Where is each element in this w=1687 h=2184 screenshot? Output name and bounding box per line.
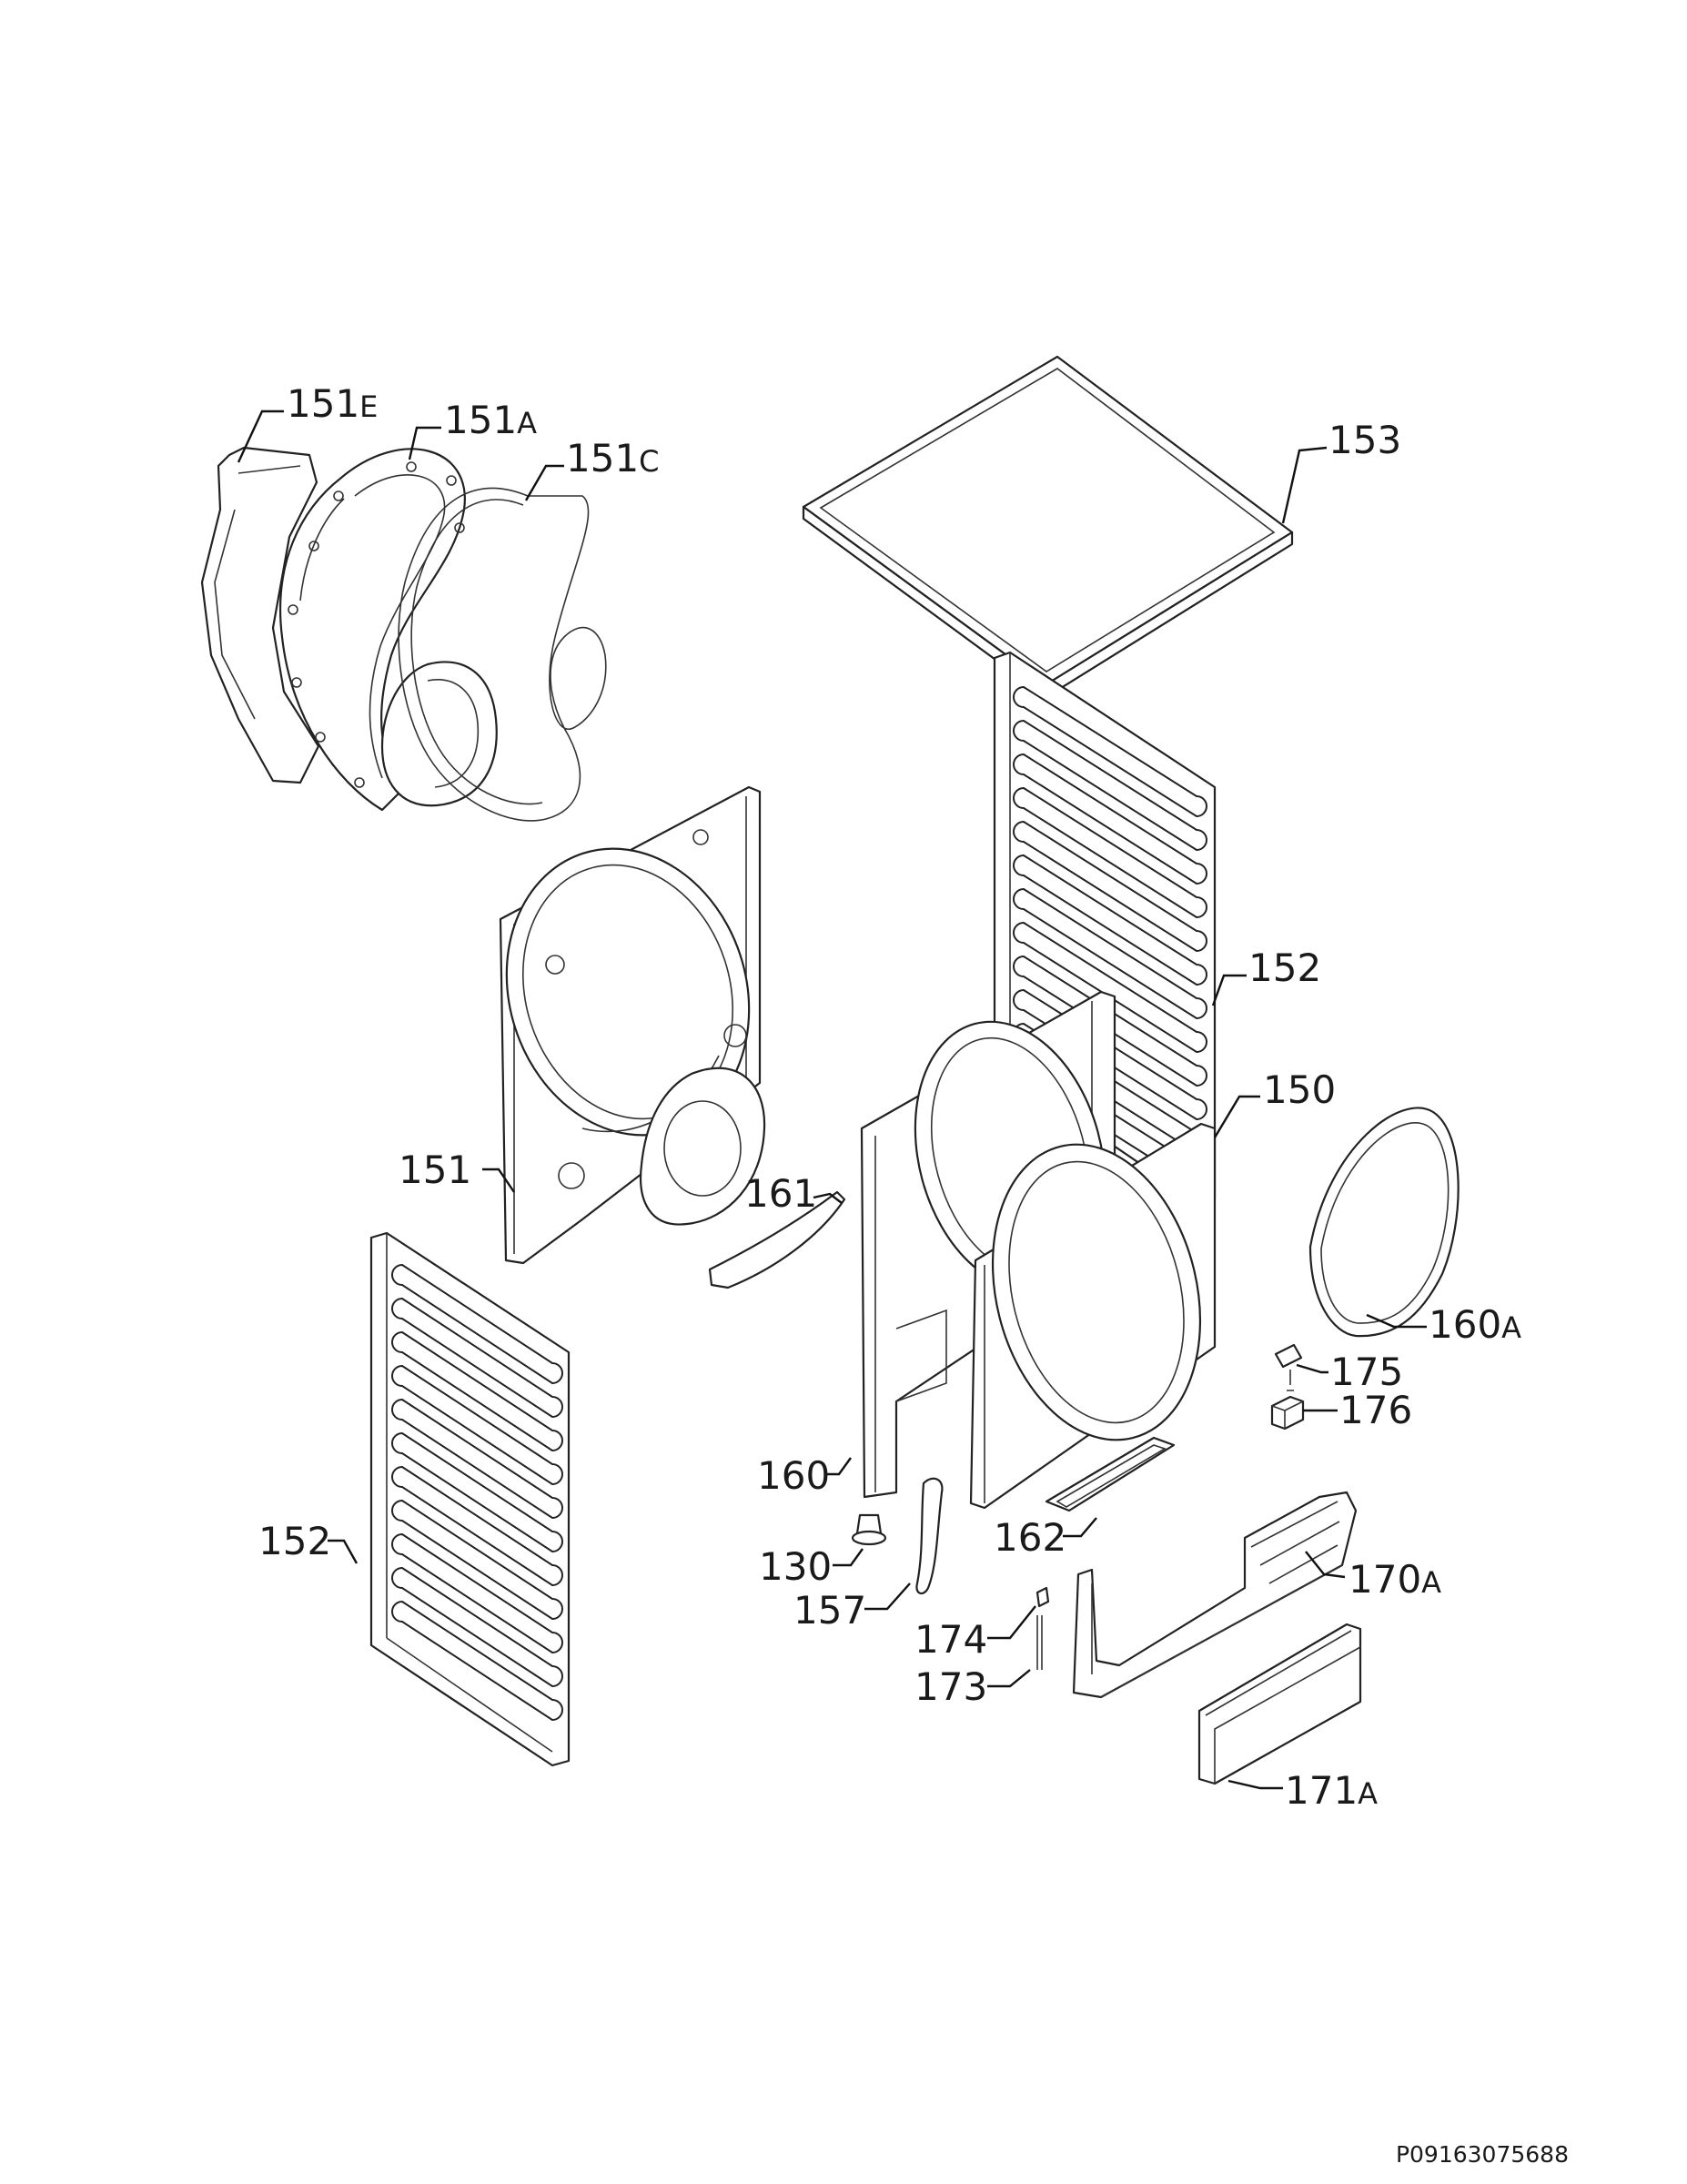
- part-151c-gasket-inner: [410, 499, 543, 805]
- callout-151a: 151A: [444, 398, 537, 442]
- callout-130: 130: [759, 1544, 832, 1589]
- panel-stripe: [1013, 820, 1207, 953]
- panel-stripe: [391, 1330, 563, 1452]
- panel-stripe: [391, 1600, 563, 1722]
- panel-stripe: [391, 1532, 563, 1654]
- callout-labels: 151E 151A 151C 153 152 150 151 161 160A …: [258, 381, 1521, 1813]
- callout-152-left: 152: [258, 1519, 331, 1563]
- callout-150: 150: [1263, 1067, 1336, 1112]
- part-175-hinge-clip: [1274, 1343, 1303, 1391]
- part-173-push-rod: [1036, 1615, 1043, 1670]
- callout-153: 153: [1328, 418, 1401, 462]
- part-153-top-cover: [802, 355, 1294, 699]
- panel-stripe: [391, 1398, 563, 1520]
- panel-stripe: [391, 1566, 563, 1688]
- panel-stripe: [391, 1364, 563, 1486]
- part-151-rear-frame: [499, 785, 766, 1265]
- callout-151c: 151C: [566, 436, 660, 480]
- callout-173: 173: [914, 1664, 987, 1709]
- panel-stripe: [391, 1263, 563, 1385]
- part-152-left-side-panel: [369, 1231, 571, 1767]
- part-176-hinge-block: [1270, 1395, 1305, 1431]
- panel-stripe: [391, 1431, 563, 1553]
- document-id: P09163075688: [1396, 2141, 1569, 2168]
- callout-160a: 160A: [1429, 1302, 1521, 1347]
- panel-stripe: [391, 1499, 563, 1621]
- part-150-front-panel: [969, 1122, 1217, 1510]
- part-174-clip: [1035, 1586, 1050, 1608]
- panel-stripe: [1013, 753, 1207, 885]
- part-151a-bearing-ring: [278, 448, 498, 812]
- callout-170a: 170A: [1349, 1557, 1441, 1602]
- panel-stripe: [1013, 887, 1207, 1020]
- panel-stripe: [391, 1297, 563, 1419]
- part-157-handle-profile: [915, 1477, 944, 1595]
- panel-stripe: [391, 1465, 563, 1587]
- callout-151: 151: [399, 1148, 471, 1192]
- panel-stripe: [1013, 719, 1207, 852]
- part-162-gasket-strip: [1045, 1436, 1176, 1512]
- part-130-foot: [851, 1513, 887, 1546]
- callout-151e: 151E: [287, 381, 378, 426]
- callout-175: 175: [1330, 1350, 1403, 1394]
- part-170a-control-panel: [1072, 1491, 1358, 1699]
- leader-lines: [237, 410, 1427, 1790]
- callout-152-right: 152: [1248, 945, 1321, 990]
- part-151c-gasket: [398, 487, 607, 822]
- part-160a-door-seal: [1308, 1107, 1460, 1338]
- panel-stripe: [1013, 854, 1207, 986]
- callout-162: 162: [994, 1515, 1066, 1560]
- panel-stripe: [1013, 921, 1207, 1054]
- callout-157: 157: [793, 1588, 866, 1633]
- part-151e-seal-plate: [200, 446, 320, 784]
- callout-176: 176: [1339, 1388, 1412, 1432]
- callout-160: 160: [757, 1453, 830, 1498]
- part-161-light-guide: [708, 1190, 846, 1289]
- callout-171a: 171A: [1285, 1768, 1378, 1813]
- panel-stripe: [1013, 685, 1207, 818]
- panel-stripe: [1013, 786, 1207, 919]
- callout-161: 161: [744, 1171, 817, 1216]
- part-171a-drawer-front: [1197, 1623, 1362, 1785]
- callout-174: 174: [914, 1617, 987, 1662]
